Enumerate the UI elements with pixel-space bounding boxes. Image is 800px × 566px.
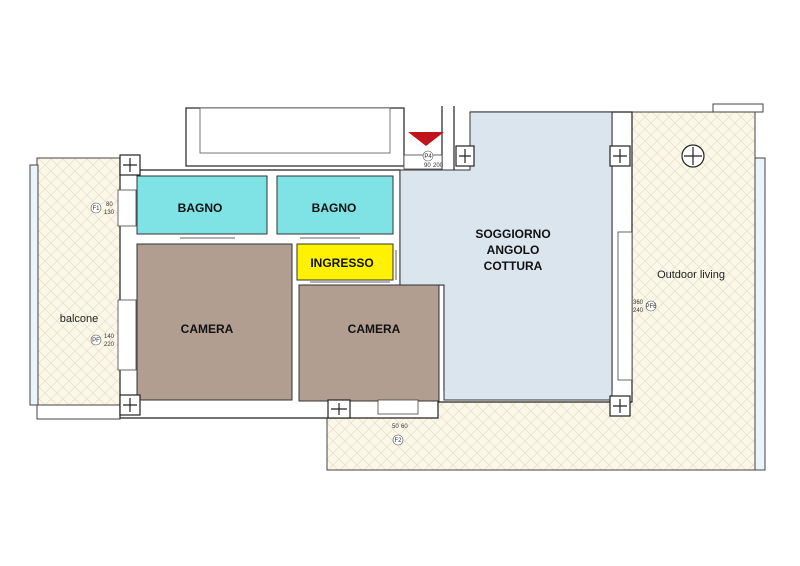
label-bagno-1: BAGNO <box>178 201 223 215</box>
pillar-icon <box>119 394 141 416</box>
label-outdoor-living: Outdoor living <box>657 269 725 281</box>
tag-f2: F2 50 60 <box>392 424 408 446</box>
tag-pf-w: 140 <box>104 334 115 340</box>
tag-pf6-w: 360 <box>633 300 644 306</box>
label-camera-2: CAMERA <box>348 322 401 336</box>
outdoor-railing-right <box>754 157 766 471</box>
entrance-arrow-icon <box>408 132 444 146</box>
outdoor-railing-top <box>712 103 764 113</box>
pillar-icon <box>119 154 141 176</box>
dimension-tags: F1 80 130 PF 140 220 PF6 360 240 P4 90 2… <box>90 150 657 446</box>
outdoor-light-icon <box>681 144 705 168</box>
tag-pf6-h: 240 <box>633 308 644 314</box>
window-f2 <box>377 399 419 415</box>
pillar-icon <box>327 399 351 419</box>
outdoor-areas <box>29 103 766 471</box>
tag-pf6-id: PF6 <box>645 304 657 310</box>
label-ingresso: INGRESSO <box>310 256 373 270</box>
pillars <box>119 144 705 419</box>
tag-p4: P4 90 200 <box>422 150 444 169</box>
tag-pf-id: PF <box>92 338 100 344</box>
window-f1 <box>117 189 137 227</box>
label-soggiorno-line3: COTTURA <box>484 259 543 273</box>
tag-p4-id: P4 <box>424 154 432 160</box>
window-pf6 <box>617 231 633 381</box>
tag-f2-w: 50 <box>392 424 399 430</box>
tag-f2-h: 60 <box>401 424 408 430</box>
label-soggiorno-line2: ANGOLO <box>487 243 540 257</box>
room-camera-2 <box>298 284 440 402</box>
label-bagno-2: BAGNO <box>312 201 357 215</box>
room-bagno-2 <box>276 175 394 235</box>
tag-f2-id: F2 <box>394 438 402 444</box>
label-camera-1: CAMERA <box>181 322 234 336</box>
tag-pf: PF 140 220 <box>90 334 115 348</box>
room-soggiorno <box>399 111 613 401</box>
room-ingresso <box>296 243 394 281</box>
rooms <box>136 111 613 402</box>
tag-p4-w: 90 <box>424 163 431 169</box>
tag-pf6: PF6 360 240 <box>633 300 657 314</box>
room-bagno-1 <box>136 175 268 235</box>
pillar-icon <box>455 145 475 167</box>
room-labels: BAGNO BAGNO INGRESSO CAMERA CAMERA SOGGI… <box>60 201 725 336</box>
tag-pf-h: 220 <box>104 342 115 348</box>
tag-f1-h: 130 <box>104 210 115 216</box>
building-core-inner <box>199 107 391 154</box>
balcone-railing-left <box>29 164 39 406</box>
room-camera-1 <box>136 243 293 401</box>
balcone-area <box>36 157 121 406</box>
tag-f1-id: F1 <box>92 206 100 212</box>
window-pf <box>117 299 137 371</box>
tag-f1-w: 80 <box>106 202 113 208</box>
tag-f1: F1 80 130 <box>90 202 115 216</box>
pillar-icon <box>609 395 631 417</box>
pillar-icon <box>609 145 631 167</box>
tag-p4-h: 200 <box>433 163 444 169</box>
balcone-railing <box>36 404 121 420</box>
label-balcone: balcone <box>60 313 99 325</box>
label-soggiorno-line1: SOGGIORNO <box>475 227 550 241</box>
